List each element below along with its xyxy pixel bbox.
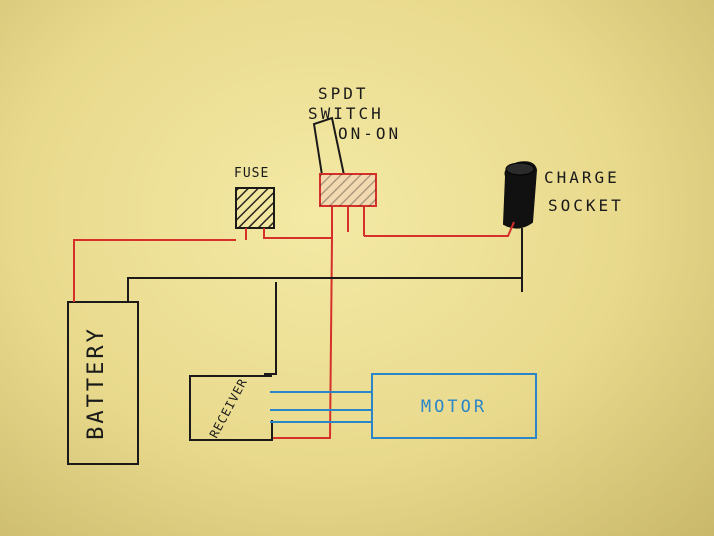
receiver-label: RECEIVER bbox=[207, 376, 250, 441]
motor-label: MOTOR bbox=[421, 397, 487, 417]
negative-wires bbox=[127, 228, 523, 375]
spdt-label-line1: SPDT bbox=[318, 84, 369, 103]
spdt-switch bbox=[312, 116, 377, 236]
spdt-label-line3: ON-ON bbox=[338, 124, 402, 143]
spdt-label-line2: SWITCH bbox=[308, 104, 384, 123]
switch-body-hatch bbox=[320, 174, 376, 206]
motor-box bbox=[371, 373, 537, 439]
charge-label-line2: SOCKET bbox=[548, 196, 624, 215]
receiver-box bbox=[189, 375, 273, 441]
charge-label-line1: CHARGE bbox=[544, 168, 620, 187]
battery-label: BATTERY bbox=[84, 326, 109, 440]
socket-rim bbox=[505, 162, 535, 176]
fuse-label: FUSE bbox=[234, 166, 270, 181]
battery-box bbox=[67, 301, 139, 465]
receiver bbox=[189, 375, 273, 441]
positive-wires bbox=[73, 221, 515, 439]
fuse-box bbox=[235, 187, 275, 229]
charge-socket bbox=[502, 161, 538, 229]
motor-wires bbox=[270, 391, 372, 423]
